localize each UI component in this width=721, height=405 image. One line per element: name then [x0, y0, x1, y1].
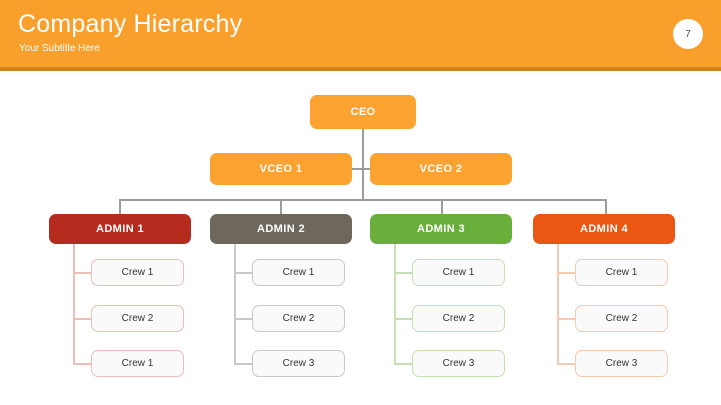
node-admin-4[interactable]: ADMIN 4 [533, 214, 675, 244]
connector-admin-1-spine [73, 244, 75, 364]
node-admin-1-crew-2-label: Crew 2 [121, 313, 154, 324]
node-vceo-1-label: VCEO 1 [259, 163, 303, 175]
connector-admin-bus [119, 199, 606, 201]
node-admin-2-crew-3-label: Crew 3 [282, 358, 315, 369]
connector-admin-1-crew-2-stub [73, 318, 92, 320]
node-admin-2-crew-1[interactable]: Crew 1 [252, 259, 345, 286]
node-admin-2-crew-1-label: Crew 1 [282, 267, 315, 278]
node-ceo[interactable]: CEO [310, 95, 416, 129]
node-admin-1-crew-1[interactable]: Crew 1 [91, 259, 184, 286]
node-admin-1-crew-3-label: Crew 1 [121, 358, 154, 369]
page-subtitle: Your Subtitle Here [19, 43, 100, 54]
page-number-badge: 7 [673, 19, 703, 49]
connector-admin-2-crew-2-stub [234, 318, 253, 320]
node-admin-1-crew-2[interactable]: Crew 2 [91, 305, 184, 332]
node-admin-3-crew-3-label: Crew 3 [442, 358, 475, 369]
node-admin-4-crew-1-label: Crew 1 [605, 267, 638, 278]
connector-admin-3-drop [441, 199, 443, 214]
node-vceo-2[interactable]: VCEO 2 [370, 153, 512, 185]
connector-vceo-1-stub [352, 168, 363, 170]
node-admin-4-crew-3[interactable]: Crew 3 [575, 350, 668, 377]
node-admin-4-label: ADMIN 4 [579, 223, 629, 235]
page-header: Company Hierarchy Your Subtitle Here 7 [0, 0, 721, 71]
connector-admin-2-spine [234, 244, 236, 364]
node-admin-1-label: ADMIN 1 [95, 223, 145, 235]
node-admin-1-crew-1-label: Crew 1 [121, 267, 154, 278]
node-admin-3-crew-2[interactable]: Crew 2 [412, 305, 505, 332]
connector-admin-1-crew-1-stub [73, 272, 92, 274]
node-admin-4-crew-2[interactable]: Crew 2 [575, 305, 668, 332]
node-vceo-1[interactable]: VCEO 1 [210, 153, 352, 185]
node-admin-2-crew-3[interactable]: Crew 3 [252, 350, 345, 377]
node-admin-2-crew-2-label: Crew 2 [282, 313, 315, 324]
node-admin-1[interactable]: ADMIN 1 [49, 214, 191, 244]
node-admin-3-label: ADMIN 3 [416, 223, 466, 235]
connector-admin-1-drop [119, 199, 121, 214]
node-admin-1-crew-3[interactable]: Crew 1 [91, 350, 184, 377]
node-admin-4-crew-3-label: Crew 3 [605, 358, 638, 369]
page-title: Company Hierarchy [18, 10, 243, 38]
node-admin-3-crew-2-label: Crew 2 [442, 313, 475, 324]
node-ceo-label: CEO [350, 106, 376, 118]
connector-admin-4-crew-3-stub [557, 363, 576, 365]
connector-admin-4-crew-2-stub [557, 318, 576, 320]
node-admin-2[interactable]: ADMIN 2 [210, 214, 352, 244]
node-admin-3-crew-1-label: Crew 1 [442, 267, 475, 278]
connector-vceo-2-stub [362, 168, 371, 170]
org-chart: CEO VCEO 1 VCEO 2 ADMIN 1 Crew 1 Crew 2 … [0, 71, 721, 405]
node-admin-2-crew-2[interactable]: Crew 2 [252, 305, 345, 332]
connector-admin-4-spine [557, 244, 559, 364]
connector-ceo-trunk [362, 129, 364, 199]
node-admin-3-crew-1[interactable]: Crew 1 [412, 259, 505, 286]
node-admin-3[interactable]: ADMIN 3 [370, 214, 512, 244]
connector-admin-3-crew-2-stub [394, 318, 413, 320]
node-admin-2-label: ADMIN 2 [256, 223, 306, 235]
connector-admin-2-crew-1-stub [234, 272, 253, 274]
connector-admin-2-crew-3-stub [234, 363, 253, 365]
connector-admin-3-crew-3-stub [394, 363, 413, 365]
connector-admin-4-drop [605, 199, 607, 214]
connector-admin-2-drop [280, 199, 282, 214]
node-admin-4-crew-1[interactable]: Crew 1 [575, 259, 668, 286]
connector-admin-1-crew-3-stub [73, 363, 92, 365]
node-admin-3-crew-3[interactable]: Crew 3 [412, 350, 505, 377]
node-admin-4-crew-2-label: Crew 2 [605, 313, 638, 324]
node-vceo-2-label: VCEO 2 [419, 163, 463, 175]
connector-admin-3-spine [394, 244, 396, 364]
connector-admin-3-crew-1-stub [394, 272, 413, 274]
connector-admin-4-crew-1-stub [557, 272, 576, 274]
